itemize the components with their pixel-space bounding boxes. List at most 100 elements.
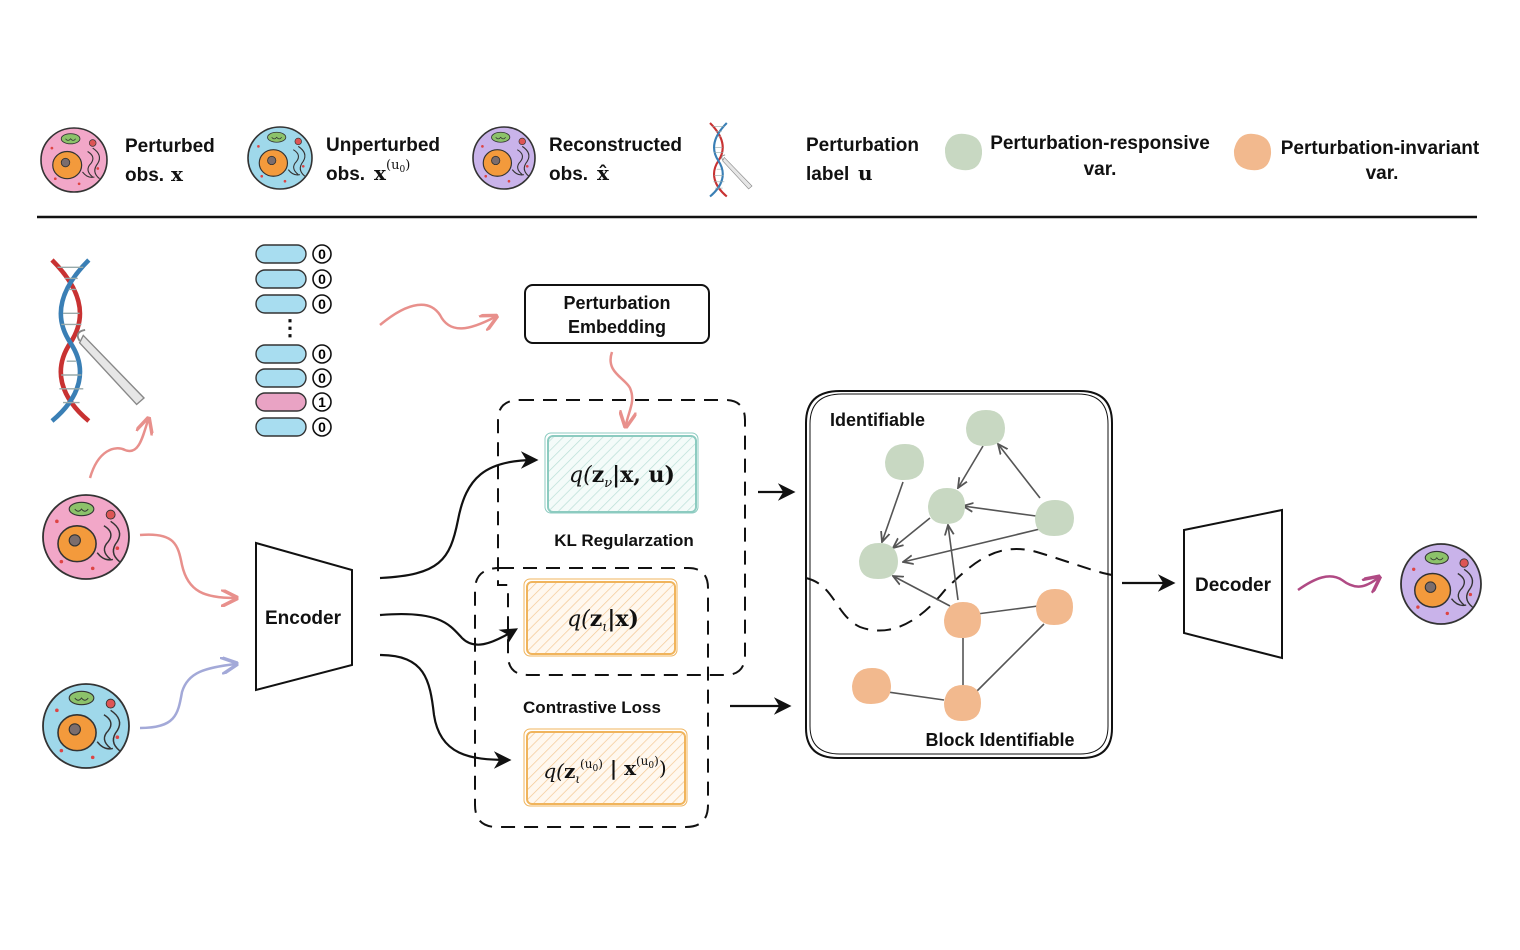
contrastive-dashed-region <box>474 567 709 828</box>
arrow-encoder-to-q-iota <box>379 612 519 646</box>
responsive-node <box>966 410 1005 446</box>
onehot-digit-circle <box>312 392 332 412</box>
onehot-row: 0 <box>255 294 332 314</box>
q-iota-u0-formula: q(zι(u0) | x(u0)) <box>543 754 666 786</box>
dna-scissors-icon <box>708 121 754 198</box>
legend-unperturbed-sup: (u0) <box>386 158 410 175</box>
graph-edges <box>882 444 1045 701</box>
arrow-cell-to-dna <box>88 420 148 479</box>
onehot-digit: 0 <box>318 296 326 312</box>
kl-dashed-region <box>497 399 746 676</box>
perturbed-cell-input <box>42 494 130 580</box>
onehot-vector: 0 0 0 0 0 1 0 ⋮ <box>255 244 332 437</box>
edge <box>903 527 1045 562</box>
onehot-row: 1 <box>255 392 332 412</box>
onehot-digit-circle <box>312 244 332 264</box>
arrow-decoder-to-output <box>1297 576 1378 590</box>
onehot-pill <box>255 392 307 412</box>
decoder-label: Decoder <box>1195 575 1272 596</box>
onehot-digit: 0 <box>318 346 326 362</box>
responsive-var-icon <box>944 133 983 171</box>
legend-invariant-line1: Perturbation-invariant <box>1281 138 1480 159</box>
arrow-encoder-to-q-iota-u0 <box>379 653 512 769</box>
legend-label-line1: Perturbation <box>806 135 919 156</box>
onehot-pill <box>255 417 307 437</box>
legend-unperturbed-line2: obs. <box>326 164 365 185</box>
arrow-perturbed-to-encoder <box>139 533 235 598</box>
responsive-node <box>928 488 965 524</box>
legend-reconstructed-line1: Reconstructed <box>549 135 682 156</box>
onehot-pill <box>255 294 307 314</box>
embedding-line2: Embedding <box>568 317 666 337</box>
reconstructed-cell-output <box>1400 543 1482 625</box>
legend-reconstructed-line2: obs. <box>549 164 588 185</box>
legend-label-symbol: u <box>858 161 873 185</box>
identifiable-boundary <box>805 548 1113 632</box>
responsive-node <box>1035 500 1074 536</box>
block-identifiable-label: Block Identifiable <box>925 730 1074 750</box>
edge <box>948 525 959 601</box>
edge <box>893 517 931 548</box>
edge <box>975 623 1045 693</box>
onehot-row: 0 <box>255 344 332 364</box>
legend-unperturbed-symbol: x <box>374 161 387 185</box>
onehot-pill <box>255 368 307 388</box>
edge <box>893 576 951 607</box>
legend-invariant: Perturbation-invariant var. <box>1233 133 1480 184</box>
embedding-line1: Perturbation <box>563 293 670 313</box>
edge <box>958 445 984 488</box>
encoder-block: Encoder <box>255 541 353 692</box>
legend-unperturbed: Unperturbed obs. x (u0) <box>247 126 440 190</box>
reconstructed-cell-icon <box>472 126 536 190</box>
onehot-digit: 0 <box>318 246 326 262</box>
identifiable-label: Identifiable <box>830 410 925 430</box>
responsive-node <box>859 543 898 579</box>
onehot-digit: 1 <box>318 394 326 410</box>
decoder-block: Decoder <box>1183 508 1283 660</box>
onehot-pill <box>255 344 307 364</box>
edge <box>882 481 904 542</box>
onehot-digit-circle <box>312 344 332 364</box>
arrow-unperturbed-to-encoder <box>139 664 235 730</box>
legend-perturbed-line1: Perturbed <box>125 136 215 157</box>
q-iota-u0-box: q(zι(u0) | x(u0)) <box>523 728 688 807</box>
kl-label: KL Regularzation <box>554 531 693 550</box>
contrastive-label: Contrastive Loss <box>523 698 661 717</box>
invariant-node <box>852 668 891 704</box>
invariant-node <box>944 602 981 638</box>
q-iota-box: q(zι|x) <box>523 578 678 657</box>
q-nu-formula: q(zν|x, u) <box>569 462 675 491</box>
invariant-node <box>1036 589 1073 625</box>
legend-invariant-line2: var. <box>1366 163 1399 184</box>
onehot-digit: 0 <box>318 419 326 435</box>
perturbed-cell-icon <box>40 127 108 193</box>
invariant-var-icon <box>1233 133 1272 171</box>
arrow-embedding-to-q-nu <box>609 351 633 425</box>
q-iota-formula: q(zι|x) <box>567 606 639 635</box>
legend-perturbed: Perturbed obs. x <box>40 127 215 193</box>
edge <box>976 605 1039 615</box>
onehot-row: 0 <box>255 417 332 437</box>
onehot-row: 0 <box>255 244 332 264</box>
arrow-onehot-to-embedding <box>379 303 495 329</box>
edge <box>887 691 945 701</box>
legend-reconstructed: Reconstructed obs. x̂ <box>472 126 682 190</box>
invariant-node <box>944 685 981 721</box>
onehot-row: 0 <box>255 269 332 289</box>
onehot-digit-circle <box>312 417 332 437</box>
onehot-pill <box>255 269 307 289</box>
legend-perturbed-line2: obs. <box>125 165 164 186</box>
edge <box>998 444 1041 499</box>
onehot-row: 0 <box>255 368 332 388</box>
arrow-encoder-to-q-nu <box>379 451 539 580</box>
onehot-digit: 0 <box>318 271 326 287</box>
unperturbed-cell-icon <box>247 126 313 190</box>
legend-label: Perturbation label u <box>708 121 919 198</box>
onehot-ellipsis: ⋮ <box>279 315 301 340</box>
dna-scissors-large-icon <box>52 260 144 421</box>
edge <box>963 506 1037 517</box>
q-nu-box: q(zν|x, u) <box>544 432 699 514</box>
encoder-label: Encoder <box>265 608 342 629</box>
legend-perturbed-symbol: x <box>171 162 184 186</box>
